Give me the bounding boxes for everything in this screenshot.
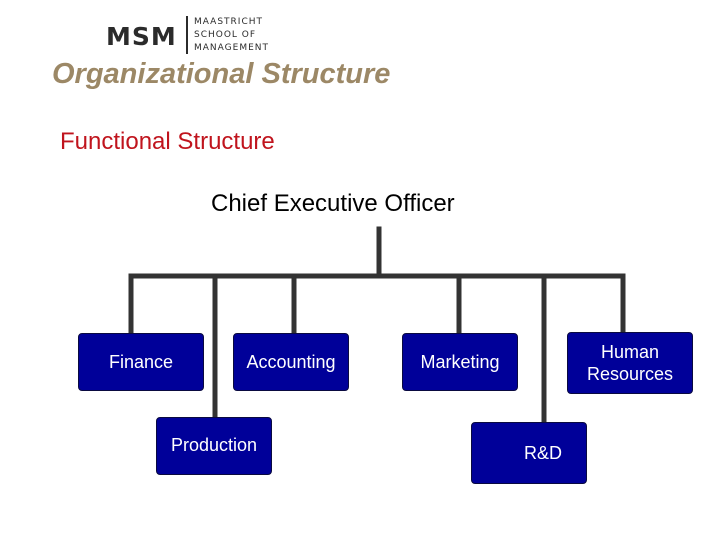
finance-label: Finance [108, 352, 174, 372]
logo-line-3: MANAGEMENT [194, 43, 269, 53]
slide-subtitle: Functional Structure [60, 128, 275, 155]
finance-box: Finance [78, 333, 204, 391]
slide-title: Organizational Structure [52, 58, 391, 90]
logo-mark: MSM [106, 22, 177, 51]
human-resources-label: Human Resources [587, 341, 673, 385]
logo-wordmark: MAASTRICHT SCHOOL OF MANAGEMENT [194, 16, 269, 55]
accounting-label: Accounting [246, 352, 336, 372]
production-label: Production [170, 435, 258, 455]
rnd-label: R&D [523, 443, 562, 463]
marketing-box: Marketing [402, 333, 518, 391]
logo-line-2: SCHOOL OF [194, 30, 257, 40]
marketing-label: Marketing [420, 352, 500, 372]
logo-line-1: MAASTRICHT [194, 17, 263, 27]
logo-divider [186, 16, 188, 54]
human-resources-label-line-1: Human [600, 342, 659, 362]
ceo-label: Chief Executive Officer [211, 190, 455, 217]
accounting-box: Accounting [233, 333, 349, 391]
rnd-box: R&D [471, 422, 587, 484]
production-box: Production [156, 417, 272, 475]
human-resources-label-line-2: Resources [586, 364, 674, 384]
human-resources-box: Human Resources [567, 332, 693, 394]
